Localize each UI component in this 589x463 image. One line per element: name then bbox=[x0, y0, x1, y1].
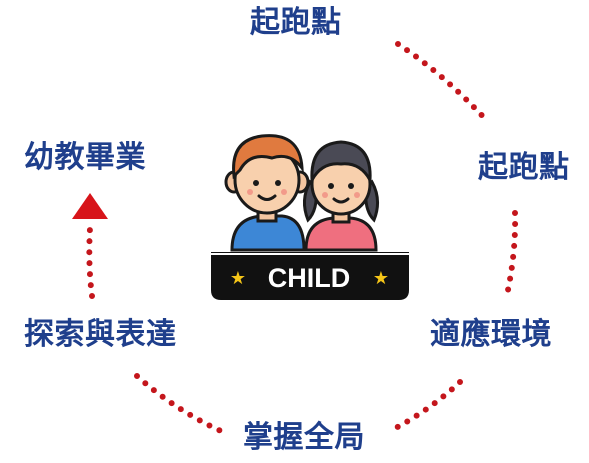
stage-label-start-right: 起跑點 bbox=[478, 150, 570, 185]
badge-text: CHILD bbox=[268, 263, 351, 293]
stage-label-start-top: 起跑點 bbox=[250, 5, 342, 40]
stage-label-explore: 探索與表達 bbox=[24, 317, 177, 352]
connector-4 bbox=[134, 373, 226, 435]
girl-icon bbox=[303, 140, 379, 252]
connector-1 bbox=[395, 41, 491, 125]
badge-star-left: ★ bbox=[230, 268, 246, 289]
badge-star-right: ★ bbox=[373, 268, 389, 289]
connector-3 bbox=[389, 379, 463, 433]
boy-icon bbox=[224, 134, 310, 252]
stage-label-adapt: 適應環境 bbox=[430, 317, 552, 352]
stage-label-graduate: 幼教畢業 bbox=[24, 140, 146, 175]
child-badge: ★ CHILD ★ bbox=[211, 252, 409, 300]
arrow-head bbox=[72, 193, 108, 219]
connector-5 bbox=[86, 225, 95, 299]
stage-label-master: 掌握全局 bbox=[243, 420, 365, 455]
